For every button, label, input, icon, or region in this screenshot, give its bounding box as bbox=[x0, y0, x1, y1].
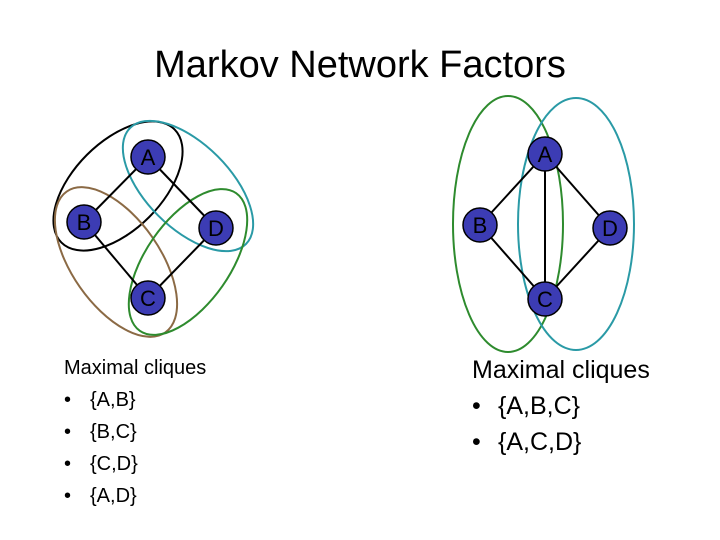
left-node-c-label: C bbox=[140, 286, 156, 311]
bullet-icon: • bbox=[64, 485, 72, 507]
left-node-a: A bbox=[130, 139, 166, 175]
left-cliques-heading: Maximal cliques bbox=[64, 357, 207, 379]
right-node-a-circle bbox=[527, 136, 563, 172]
left-graph-edges bbox=[83, 156, 217, 299]
left-node-a-circle bbox=[130, 139, 166, 175]
right-clique-ellipses bbox=[452, 95, 635, 353]
left-node-c: C bbox=[130, 280, 166, 316]
right-clique-abc-ellipse bbox=[452, 95, 564, 353]
right-node-b: B bbox=[462, 207, 498, 243]
right-maximal-cliques-list: Maximal cliques • {A,B,C} • {A,C,D} bbox=[472, 352, 650, 460]
left-graph-nodes: A B D C bbox=[66, 139, 234, 316]
right-node-c-circle bbox=[527, 281, 563, 317]
left-maximal-cliques-list: Maximal cliques • {A,B} • {B,C} • {C,D} • {A… bbox=[64, 352, 206, 512]
right-node-c: C bbox=[527, 281, 563, 317]
right-node-a-label: A bbox=[538, 142, 553, 167]
left-clique-text: {B,C} bbox=[90, 421, 137, 443]
left-clique-dc-ellipse bbox=[127, 188, 249, 336]
left-node-a-label: A bbox=[141, 145, 156, 170]
left-node-b-circle bbox=[66, 204, 102, 240]
left-node-d-circle bbox=[198, 210, 234, 246]
right-node-a: A bbox=[527, 136, 563, 172]
bullet-icon: • bbox=[472, 428, 481, 456]
bullet-icon: • bbox=[472, 392, 481, 420]
left-clique-ad-ellipse bbox=[121, 119, 255, 253]
slide-title: Markov Network Factors bbox=[154, 44, 566, 86]
left-clique-item: • {B,C} bbox=[64, 416, 206, 448]
left-node-b: B bbox=[66, 204, 102, 240]
right-node-b-circle bbox=[462, 207, 498, 243]
bullet-icon: • bbox=[64, 389, 72, 411]
left-node-c-circle bbox=[130, 280, 166, 316]
right-node-b-label: B bbox=[473, 213, 488, 238]
left-clique-ellipses bbox=[52, 119, 255, 338]
left-clique-item: • {C,D} bbox=[64, 448, 206, 480]
bullet-icon: • bbox=[64, 421, 72, 443]
right-clique-item: • {A,B,C} bbox=[472, 388, 650, 424]
left-clique-text: {C,D} bbox=[90, 453, 138, 475]
left-clique-text: {A,D} bbox=[90, 485, 137, 507]
left-clique-item: • {A,B} bbox=[64, 384, 206, 416]
right-clique-text: {A,C,D} bbox=[498, 428, 582, 456]
right-node-d: D bbox=[592, 210, 628, 246]
right-node-d-label: D bbox=[602, 216, 618, 241]
right-node-d-circle bbox=[592, 210, 628, 246]
left-clique-ab-ellipse bbox=[52, 120, 184, 252]
right-cliques-heading: Maximal cliques bbox=[472, 356, 650, 384]
left-clique-item: • {A,D} bbox=[64, 480, 206, 512]
left-node-d-label: D bbox=[208, 216, 224, 241]
right-graph-edges bbox=[479, 153, 611, 300]
right-node-c-label: C bbox=[537, 287, 553, 312]
left-clique-text: {A,B} bbox=[90, 389, 136, 411]
right-clique-item: • {A,C,D} bbox=[472, 424, 650, 460]
right-graph-nodes: A B D C bbox=[462, 136, 628, 317]
right-clique-text: {A,B,C} bbox=[498, 392, 580, 420]
bullet-icon: • bbox=[64, 453, 72, 475]
right-clique-acd-ellipse bbox=[517, 97, 635, 351]
left-node-d: D bbox=[198, 210, 234, 246]
left-node-b-label: B bbox=[77, 210, 92, 235]
